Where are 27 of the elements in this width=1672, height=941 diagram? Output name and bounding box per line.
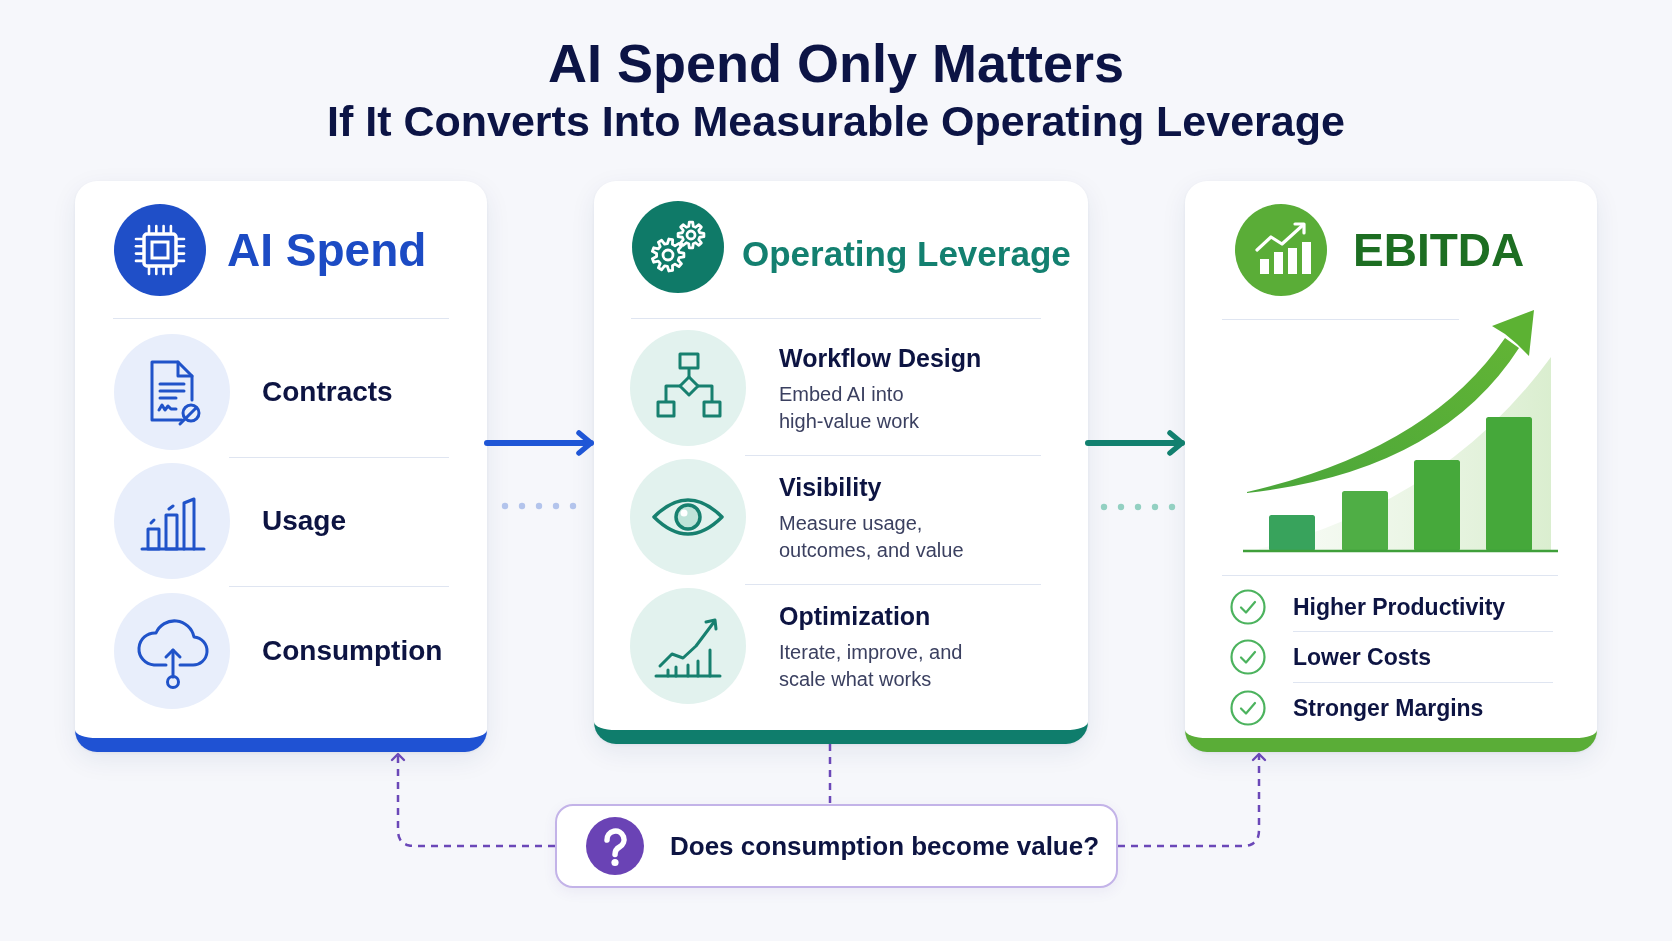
item-label: Consumption	[262, 634, 443, 668]
question-box	[555, 804, 1118, 888]
item-description: Embed AI into high-value work	[779, 382, 921, 434]
item-description: Iterate, improve, and scale what works	[779, 640, 964, 692]
card-heading: AI Spend	[227, 222, 427, 278]
connector-line	[828, 744, 832, 804]
benefit-label: Higher Productivity	[1293, 592, 1506, 622]
item-title: Optimization	[779, 601, 931, 631]
info-card	[75, 181, 487, 752]
question-text: Does consumption become value?	[670, 829, 1100, 863]
benefit-label: Stronger Margins	[1293, 693, 1484, 723]
arrow	[390, 752, 555, 848]
card-heading: EBITDA	[1353, 222, 1525, 278]
title: AI Spend Only Matters	[547, 32, 1125, 94]
item-label: Usage	[262, 504, 347, 538]
card-heading: Operating Leverage	[742, 233, 1071, 275]
benefit-label: Lower Costs	[1293, 642, 1432, 672]
arrow	[1085, 430, 1185, 456]
arrow	[1118, 752, 1267, 848]
item-label: Contracts	[262, 375, 393, 409]
info-card	[1185, 181, 1597, 752]
item-title: Workflow Design	[779, 343, 982, 373]
item-title: Visibility	[779, 472, 882, 502]
item-description: Measure usage, outcomes, and value	[779, 511, 965, 563]
subtitle: If It Converts Into Measurable Operating Leverage	[327, 96, 1345, 146]
info-card	[594, 181, 1088, 744]
arrow	[484, 430, 594, 456]
